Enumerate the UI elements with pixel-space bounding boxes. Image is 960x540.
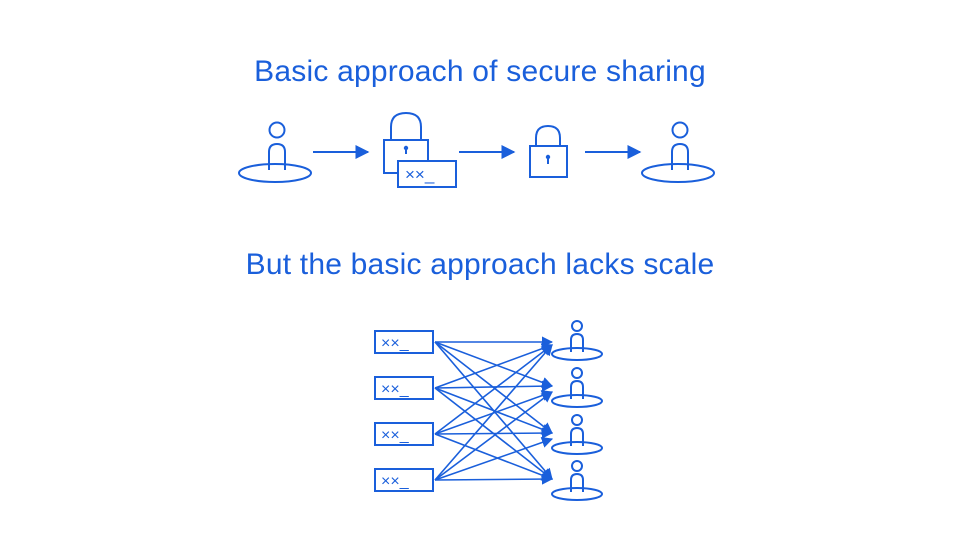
key-icon: ××_ [374,422,434,446]
key-icon: ××_ [374,376,434,400]
connections [434,336,554,485]
key-text: ××_ [381,473,410,490]
user-icon [551,460,603,501]
connection-arrow [434,380,554,392]
key-text: ××_ [381,381,410,398]
connection-arrow [434,473,554,485]
key-icon: ××_ [374,330,434,354]
user-icon [551,367,603,408]
sender-user-icon [238,121,312,183]
recipient-user-icon [641,121,715,183]
slide-subtitle: But the basic approach lacks scale [245,248,715,281]
key-text: ××_ [381,335,410,352]
key-text: ××_ [405,165,435,184]
connection-arrow [434,387,554,435]
key-icon: ××_ [374,468,434,492]
connection-arrow [434,341,554,388]
connection-arrow [434,433,554,481]
keys-column: ××_ ××_ ××_ ××_ [374,330,434,492]
users-column [551,320,603,501]
connection-arrow [434,344,553,435]
user-icon [551,414,603,455]
connection-arrow [434,391,553,481]
connection-arrow [434,344,553,481]
connection-arrow [434,437,554,481]
connection-arrow [434,427,554,439]
user-icon [551,320,603,361]
key-text: ××_ [381,427,410,444]
slide-title: Basic approach of secure sharing [254,55,706,88]
locked-key-icon: ××_ [383,111,457,188]
lock-icon [529,124,568,178]
connection-arrow [434,343,554,389]
